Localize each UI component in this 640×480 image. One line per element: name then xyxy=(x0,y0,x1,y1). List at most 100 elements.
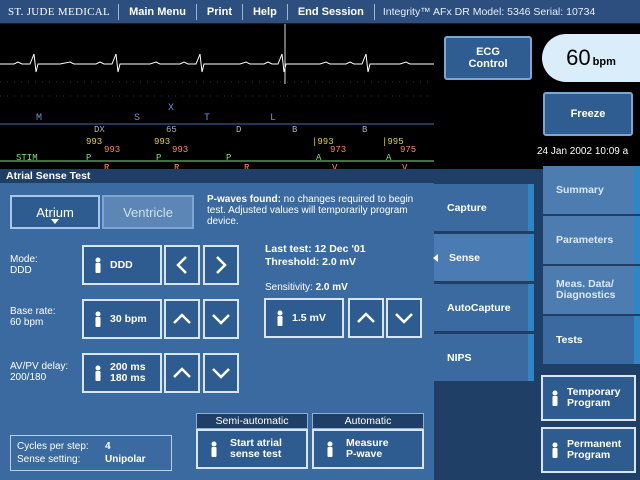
divider xyxy=(241,3,243,20)
date-time: 24 Jan 2002 10:09 a xyxy=(537,146,629,157)
tab-autocapture[interactable]: AutoCapture xyxy=(434,284,534,332)
chevron-up-icon xyxy=(173,313,191,324)
panel-title: Atrial Sense Test xyxy=(0,169,434,183)
chevron-down-icon xyxy=(212,368,230,379)
sensitivity-up-button[interactable] xyxy=(348,298,384,338)
print-button[interactable]: Print xyxy=(206,5,232,18)
sensitivity-value: 1.5 mV xyxy=(292,312,326,324)
tab-capture-label: Capture xyxy=(447,201,487,214)
nav-meas-data-diagnostics[interactable]: Meas. Data/ Diagnostics xyxy=(543,266,640,314)
person-icon xyxy=(552,442,558,458)
avpv-value-box[interactable]: 200 ms 180 ms xyxy=(82,353,162,393)
base-rate-up-button[interactable] xyxy=(164,299,200,339)
temporary-program-button[interactable]: Temporary Program xyxy=(541,375,636,421)
nav-tests-label: Tests xyxy=(556,333,583,346)
sense-setting-key: Sense setting: xyxy=(17,454,81,465)
interval-bottom: 993 xyxy=(104,145,120,155)
nav-parameters-label: Parameters xyxy=(556,233,614,246)
top-menu-bar: ST. JUDE MEDICAL Main Menu Print Help En… xyxy=(0,0,640,24)
start-atrial-sense-test-button[interactable]: Start atrial sense test xyxy=(196,429,308,469)
end-session-button[interactable]: End Session xyxy=(297,5,364,18)
interval-label: B xyxy=(292,125,298,135)
automatic-header: Automatic xyxy=(312,413,424,429)
event-lower: R xyxy=(174,163,180,169)
sensitivity-label: Sensitivity: 2.0 mV xyxy=(265,282,348,293)
atrial-sense-test-panel: Atrial Sense Test Atrium Ventricle P-wav… xyxy=(0,169,434,480)
sensitivity-label-text: Sensitivity: xyxy=(265,282,313,293)
active-tab-arrow-icon xyxy=(433,253,438,262)
event-upper: P xyxy=(86,153,91,163)
avpv-up-button[interactable] xyxy=(164,353,200,393)
interval-top: 993 xyxy=(86,137,102,147)
divider xyxy=(118,3,120,20)
heart-rate-unit: bpm xyxy=(592,56,616,68)
mode-value: DDD xyxy=(110,259,133,271)
interval-bottom: 993 xyxy=(172,145,188,155)
base-rate-value: 30 bpm xyxy=(110,313,147,325)
avpv-value-pv: 180 ms xyxy=(110,372,146,384)
atrium-label: Atrium xyxy=(36,204,74,220)
ecg-traces: M S T X L DX 65 D B B 993 993 |993 |995 … xyxy=(0,24,434,169)
marker-t: T xyxy=(204,113,210,124)
mode-value-box[interactable]: DDD xyxy=(82,245,162,285)
nav-meas-line2: Diagnostics xyxy=(556,289,616,301)
event-upper: A xyxy=(386,153,392,163)
avpv-current: 200/180 xyxy=(10,372,47,383)
base-rate-down-button[interactable] xyxy=(203,299,239,339)
avpv-label-text: AV/PV delay: xyxy=(10,361,69,372)
chevron-down-icon xyxy=(212,314,230,325)
atrium-toggle[interactable]: Atrium xyxy=(10,195,100,229)
nav-strip xyxy=(634,316,640,364)
mode-next-button[interactable] xyxy=(203,245,239,285)
person-icon xyxy=(327,441,333,457)
interval-bottom: 973 xyxy=(330,145,346,155)
tab-nips[interactable]: NIPS xyxy=(434,334,534,382)
measure-line2: P-wave xyxy=(346,448,383,460)
marker-s: S xyxy=(134,113,140,124)
ventricle-toggle[interactable]: Ventricle xyxy=(102,195,194,229)
marker-x: X xyxy=(168,103,174,114)
sensitivity-value-box[interactable]: 1.5 mV xyxy=(264,298,344,338)
tab-strip xyxy=(528,334,534,381)
freeze-button[interactable]: Freeze xyxy=(543,92,633,136)
pwave-status: P-waves found: no changes required to be… xyxy=(207,194,427,227)
tab-capture[interactable]: Capture xyxy=(434,184,534,232)
last-test-threshold: Threshold: 2.0 mV xyxy=(265,256,357,268)
nav-parameters[interactable]: Parameters xyxy=(543,216,640,264)
measure-p-wave-button[interactable]: Measure P-wave xyxy=(312,429,424,469)
nav-strip xyxy=(634,266,640,314)
main-menu-button[interactable]: Main Menu xyxy=(129,5,186,18)
help-button[interactable]: Help xyxy=(252,5,277,18)
interval-top: |993 xyxy=(312,137,334,147)
nav-summary[interactable]: Summary xyxy=(543,166,640,214)
nav-summary-label: Summary xyxy=(556,183,604,196)
event-lower: V xyxy=(332,163,338,169)
selected-caret-icon xyxy=(51,219,59,224)
marker-m: M xyxy=(36,113,42,124)
avpv-down-button[interactable] xyxy=(203,353,239,393)
perm-program-line1: Permanent xyxy=(567,438,622,450)
person-icon xyxy=(211,441,217,457)
permanent-program-button[interactable]: Permanent Program xyxy=(541,427,636,473)
event-lower: R xyxy=(104,163,110,169)
chevron-right-icon xyxy=(216,256,227,274)
start-test-line1: Start atrial xyxy=(230,437,282,449)
tab-sense[interactable]: Sense xyxy=(433,234,534,282)
heart-rate-value: 60 xyxy=(566,45,591,70)
interval-label: B xyxy=(362,125,368,135)
event-upper: P xyxy=(226,153,231,163)
sense-setting-value: Unipolar xyxy=(105,454,146,465)
event-lower: R xyxy=(244,163,250,169)
tab-strip xyxy=(528,184,534,231)
ecg-control-button[interactable]: ECG Control xyxy=(444,36,532,80)
mode-prev-button[interactable] xyxy=(164,245,200,285)
event-upper: A xyxy=(316,153,322,163)
person-icon xyxy=(95,311,101,327)
marker-l: L xyxy=(270,113,276,124)
mode-current: DDD xyxy=(10,265,32,276)
nav-tests[interactable]: Tests xyxy=(543,316,640,364)
sensitivity-down-button[interactable] xyxy=(386,298,422,338)
base-rate-value-box[interactable]: 30 bpm xyxy=(82,299,162,339)
temp-program-line2: Program xyxy=(567,397,611,409)
device-model-info: Integrity™ AFx DR Model: 5346 Serial: 10… xyxy=(382,5,596,18)
